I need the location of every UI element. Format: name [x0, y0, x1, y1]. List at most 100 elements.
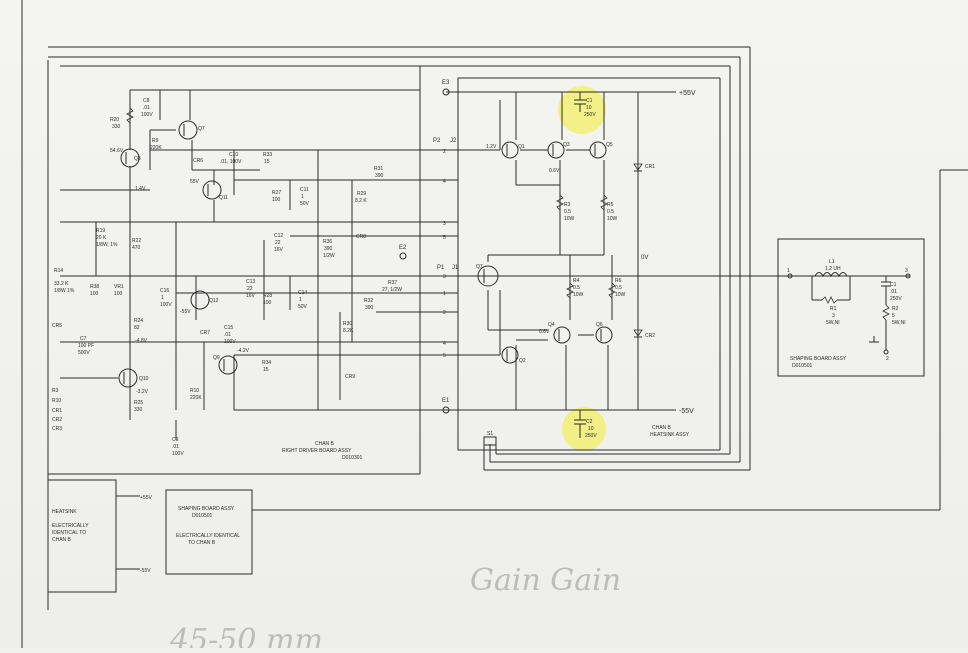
svg-text:R33: R33 — [263, 152, 272, 158]
svg-text:ELECTRICALLY: ELECTRICALLY — [52, 523, 89, 529]
svg-text:TO CHAN B: TO CHAN B — [188, 540, 216, 546]
q7-hs-label: Q7 — [476, 264, 483, 270]
svg-text:1/8W, 1%: 1/8W, 1% — [96, 242, 118, 248]
transistor-q4 — [553, 326, 571, 344]
svg-text:390: 390 — [365, 305, 374, 311]
svg-text:CR5: CR5 — [52, 323, 62, 329]
svg-text:82: 82 — [134, 325, 140, 331]
svg-text:8.2 K: 8.2 K — [355, 198, 367, 204]
resistor-r4 — [566, 282, 574, 299]
svg-text:10W: 10W — [564, 216, 575, 222]
svg-text:C1: C1 — [586, 98, 593, 104]
zero-rail-label: 0V — [641, 255, 648, 261]
svg-text:C15: C15 — [224, 325, 233, 331]
svg-text:100: 100 — [272, 197, 281, 203]
transistor-q12 — [190, 290, 210, 310]
svg-text:1/8W 1%: 1/8W 1% — [54, 288, 75, 294]
transistor-q9 — [218, 355, 238, 375]
q4-label: Q4 — [548, 322, 555, 328]
svg-text:33.2 K: 33.2 K — [54, 281, 69, 287]
diode-cr2 — [633, 329, 643, 338]
svg-text:R4: R4 — [573, 278, 580, 284]
svg-text:0.5: 0.5 — [573, 285, 580, 291]
svg-text:L1: L1 — [829, 259, 835, 265]
svg-text:2: 2 — [443, 149, 446, 155]
svg-text:0.5: 0.5 — [607, 209, 614, 215]
svg-text:16V: 16V — [274, 247, 284, 253]
svg-text:CR2: CR2 — [645, 333, 655, 339]
svg-text:R5: R5 — [607, 202, 614, 208]
svg-text:VR1: VR1 — [114, 284, 124, 290]
svg-text:C7: C7 — [80, 336, 87, 342]
svg-text:CR6: CR6 — [193, 158, 203, 164]
svg-text:1.4V: 1.4V — [135, 186, 146, 192]
svg-text:5: 5 — [892, 313, 895, 319]
capacitor-sb-c1 — [869, 276, 891, 355]
svg-text:500V: 500V — [78, 350, 90, 356]
svg-text:390: 390 — [324, 246, 333, 252]
svg-text:R2: R2 — [892, 306, 899, 312]
svg-text:250V: 250V — [890, 296, 902, 302]
svg-text:R9: R9 — [152, 138, 159, 144]
svg-text:4: 4 — [443, 341, 446, 347]
svg-text:100: 100 — [114, 291, 123, 297]
e3-label: E3 — [442, 80, 450, 86]
transistor-q2 — [501, 346, 519, 364]
svg-text:10W: 10W — [607, 216, 618, 222]
svg-text:CR2: CR2 — [52, 417, 62, 423]
resistor-r6 — [608, 282, 616, 299]
transistor-q11 — [202, 180, 222, 200]
svg-text:10W: 10W — [615, 292, 626, 298]
svg-text:HEATSINK: HEATSINK — [52, 509, 77, 515]
resistor-r20 — [126, 107, 134, 124]
svg-text:5W,NI: 5W,NI — [826, 320, 840, 326]
transistor-q8 — [120, 148, 140, 168]
transistor-q3 — [547, 141, 565, 159]
svg-text:.01: .01 — [224, 332, 231, 338]
svg-text:5: 5 — [443, 235, 446, 241]
svg-text:10: 10 — [586, 105, 592, 111]
transistor-q5 — [589, 141, 607, 159]
inductor-l1 — [811, 272, 851, 304]
svg-text:CR3: CR3 — [52, 426, 62, 432]
svg-text:3: 3 — [832, 313, 835, 319]
q3-label: Q3 — [563, 142, 570, 148]
svg-text:R1: R1 — [830, 306, 837, 312]
svg-text:.01: .01 — [890, 289, 897, 295]
svg-text:15: 15 — [264, 159, 270, 165]
p2-pins: 2 4 3 5 — [443, 149, 446, 241]
svg-text:CR9: CR9 — [345, 374, 355, 380]
j2-label: J2 — [450, 138, 457, 144]
svg-text:R24: R24 — [134, 318, 143, 324]
svg-text:220K: 220K — [150, 145, 162, 151]
svg-text:22: 22 — [275, 240, 281, 246]
q4-voltage: 0.6V — [539, 329, 550, 335]
svg-text:-55V: -55V — [180, 309, 191, 315]
svg-text:5: 5 — [443, 353, 446, 359]
svg-text:27, 1/2W: 27, 1/2W — [382, 287, 402, 293]
svg-text:R10: R10 — [190, 388, 199, 394]
svg-text:50V: 50V — [298, 304, 308, 310]
svg-text:220K: 220K — [190, 395, 202, 401]
resistor-r3 — [556, 194, 564, 211]
svg-text:8.2K: 8.2K — [343, 328, 354, 334]
svg-text:CR8: CR8 — [356, 234, 366, 240]
driver-board-title: CHAN B — [315, 441, 335, 447]
svg-text:R37: R37 — [388, 280, 397, 286]
svg-text:R31: R31 — [374, 166, 383, 172]
svg-text:2: 2 — [886, 356, 889, 362]
svg-text:SHAPING BOARD ASSY: SHAPING BOARD ASSY — [178, 506, 235, 512]
border-lines — [21, 0, 968, 648]
svg-text:R34: R34 — [262, 360, 271, 366]
svg-text:390: 390 — [375, 173, 384, 179]
svg-text:C12: C12 — [274, 233, 283, 239]
svg-text:4: 4 — [443, 179, 446, 185]
shaping-board-code: D010501 — [792, 363, 813, 369]
svg-text:R27: R27 — [272, 190, 281, 196]
svg-text:D010501: D010501 — [192, 513, 213, 519]
svg-text:1: 1 — [299, 297, 302, 303]
svg-text:R20: R20 — [110, 117, 119, 123]
svg-text:1/2W: 1/2W — [323, 253, 335, 259]
svg-text:330: 330 — [134, 407, 143, 413]
